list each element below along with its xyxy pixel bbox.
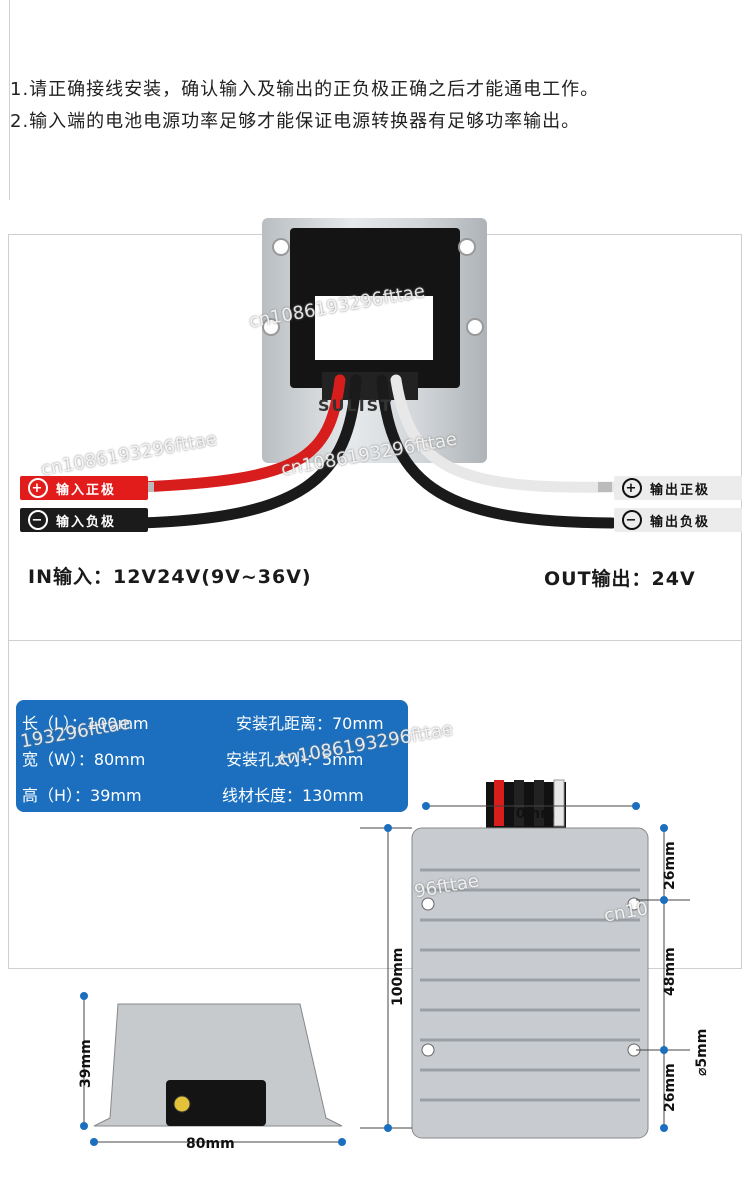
product-photo: SULIST + 输入正极 − 输入负极 + 输出正极 − 输出负极 IN输入：… — [0, 200, 750, 640]
output-positive-tag: + 输出正极 — [614, 476, 742, 500]
mount-hole-icon — [262, 318, 280, 336]
spec-height: 高（H）：39mm — [22, 786, 142, 805]
watermark: cn10 — [602, 898, 650, 927]
spec-hole-distance: 安装孔距离：70mm — [236, 714, 384, 733]
output-voltage-text: OUT输出：24V — [544, 568, 696, 590]
note-1: 1.请正确接线安装，确认输入及输出的正负极正确之后才能通电工作。 — [10, 79, 600, 100]
tag-label: 输入负极 — [56, 514, 117, 530]
mount-hole-icon — [458, 238, 476, 256]
minus-icon: − — [622, 510, 642, 530]
frame-line — [741, 234, 742, 969]
frame-line — [8, 234, 9, 969]
input-negative-tag: − 输入负极 — [20, 508, 148, 532]
plus-icon: + — [28, 478, 48, 498]
top-view-drawing — [411, 779, 649, 1139]
tag-label: 输出负极 — [650, 514, 711, 530]
tag-label: 输入正极 — [56, 482, 117, 498]
plus-icon: + — [622, 478, 642, 498]
spec-cable-length: 线材长度：130mm — [222, 786, 364, 805]
dim-hole-diameter: ⌀5mm — [694, 1029, 710, 1076]
cables — [134, 372, 618, 529]
side-view-drawing — [93, 1003, 343, 1127]
input-positive-tag: + 输入正极 — [20, 476, 148, 500]
frame-line — [8, 640, 742, 641]
dim-seg-mid: 48mm — [662, 947, 678, 996]
dim-top-width: 70mm — [506, 806, 555, 822]
spec-panel: 长（L）：100mm 宽（W）：80mm 高（H）：39mm 安装孔距离：70m… — [16, 700, 408, 812]
brand-label: SULIST — [318, 396, 394, 415]
dim-seg-top: 26mm — [662, 841, 678, 890]
spec-width: 宽（W）：80mm — [22, 750, 146, 769]
tag-label: 输出正极 — [650, 482, 711, 498]
instruction-notes: 1.请正确接线安装，确认输入及输出的正负极正确之后才能通电工作。 2.输入端的电… — [10, 74, 746, 138]
dim-side-length: 100mm — [390, 948, 406, 1006]
frame-line — [9, 0, 10, 200]
minus-icon: − — [28, 510, 48, 530]
input-voltage-text: IN输入：12V24V(9V~36V) — [28, 566, 312, 588]
converter-label — [315, 296, 433, 360]
dim-side-width: 80mm — [186, 1136, 235, 1152]
frame-line — [8, 968, 742, 969]
dim-seg-bottom: 26mm — [662, 1063, 678, 1112]
spec-hole-size: 安装孔大小：5mm — [226, 750, 364, 769]
mount-hole-icon — [466, 318, 484, 336]
watermark: 96fttae — [412, 870, 481, 903]
mount-hole-icon — [272, 238, 290, 256]
output-negative-tag: − 输出负极 — [614, 508, 742, 532]
spec-length: 长（L）：100mm — [22, 714, 149, 733]
note-2: 2.输入端的电池电源功率足够才能保证电源转换器有足够功率输出。 — [10, 111, 581, 132]
dim-side-height: 39mm — [78, 1039, 94, 1088]
